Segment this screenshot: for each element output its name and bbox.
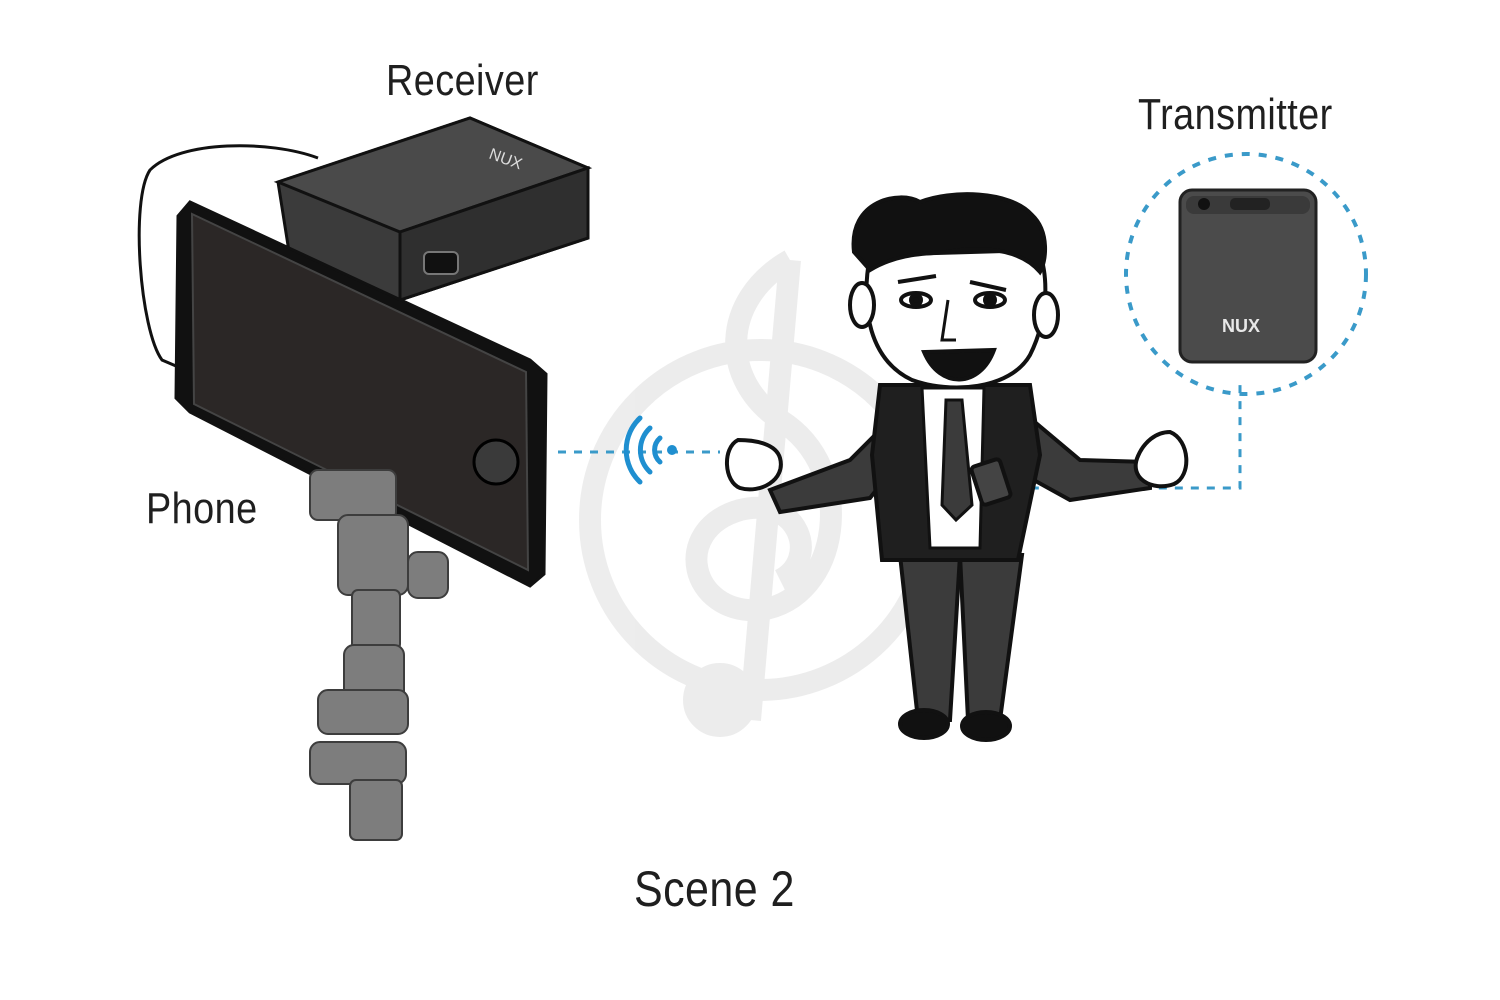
phone-label: Phone: [146, 484, 258, 533]
receiver-device: NUX: [273, 116, 593, 303]
scene-title: Scene 2: [634, 861, 795, 917]
audio-cable: [137, 144, 319, 374]
presenter-figure: [724, 192, 1189, 742]
transmitter-label: Transmitter: [1138, 90, 1333, 139]
phone-device: [174, 200, 548, 588]
receiver-label: Receiver: [386, 56, 539, 105]
wireless-signal-icon: [623, 415, 677, 485]
transmitter-logo: NUX: [1222, 316, 1260, 336]
transmitter-device: NUX: [1178, 188, 1318, 364]
transmitter-highlight-circle: [1124, 152, 1368, 396]
tripod-mount: [309, 469, 449, 841]
